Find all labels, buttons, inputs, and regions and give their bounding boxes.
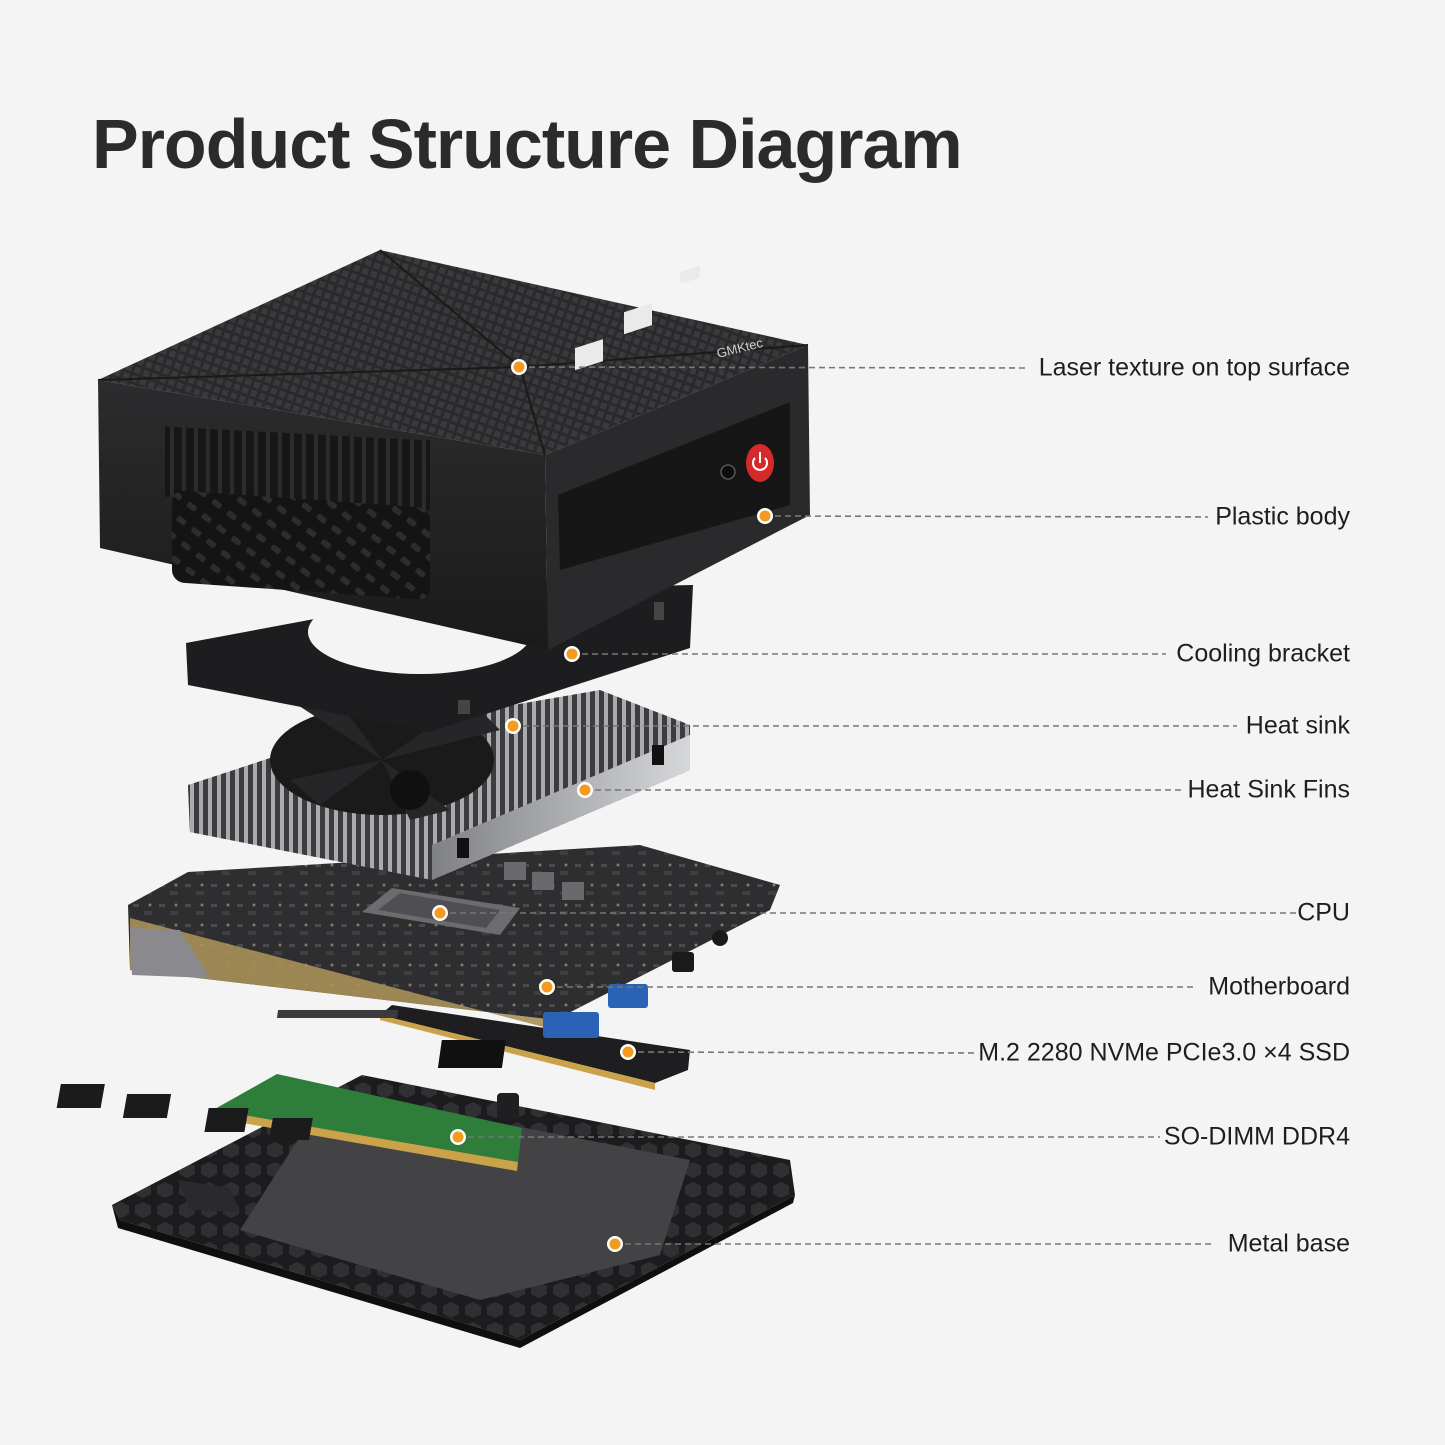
sodimm-ram-module bbox=[56, 1074, 522, 1171]
callout-dot-top bbox=[513, 361, 525, 373]
metal-base bbox=[112, 1075, 795, 1348]
page-title: Product Structure Diagram bbox=[92, 105, 963, 183]
callout-dot-body bbox=[759, 510, 771, 522]
label-body: Plastic body bbox=[1215, 502, 1350, 531]
label-bracket: Cooling bracket bbox=[1176, 639, 1350, 668]
leader-line-ssd bbox=[627, 1051, 976, 1054]
callout-dot-base bbox=[609, 1238, 621, 1250]
label-cpu: CPU bbox=[1297, 898, 1350, 927]
callout-dot-ssd bbox=[622, 1046, 634, 1058]
label-base: Metal base bbox=[1227, 1229, 1350, 1258]
callout-dot-ram bbox=[452, 1131, 464, 1143]
leader-line-body bbox=[764, 515, 1209, 518]
power-icon bbox=[746, 444, 774, 482]
label-heatsink: Heat sink bbox=[1245, 711, 1350, 740]
callout-dot-motherboard bbox=[541, 981, 553, 993]
m2-ssd bbox=[276, 1005, 690, 1090]
callout-dot-bracket bbox=[566, 648, 578, 660]
label-ram: SO-DIMM DDR4 bbox=[1163, 1122, 1350, 1151]
label-ssd: M.2 2280 NVMe PCIe3.0 ×4 SSD bbox=[978, 1038, 1350, 1067]
label-motherboard: Motherboard bbox=[1208, 972, 1350, 1001]
motherboard bbox=[128, 845, 780, 1038]
chassis-top: GMKtec bbox=[97, 249, 810, 650]
leader-line-top bbox=[518, 366, 1026, 369]
callout-dot-heatsink bbox=[507, 720, 519, 732]
label-top: Laser texture on top surface bbox=[1038, 353, 1350, 382]
label-fins: Heat Sink Fins bbox=[1187, 775, 1350, 804]
callout-dot-cpu bbox=[434, 907, 446, 919]
callout-group bbox=[432, 359, 1296, 1252]
callout-dot-fins bbox=[579, 784, 591, 796]
heat-sink bbox=[188, 690, 690, 880]
